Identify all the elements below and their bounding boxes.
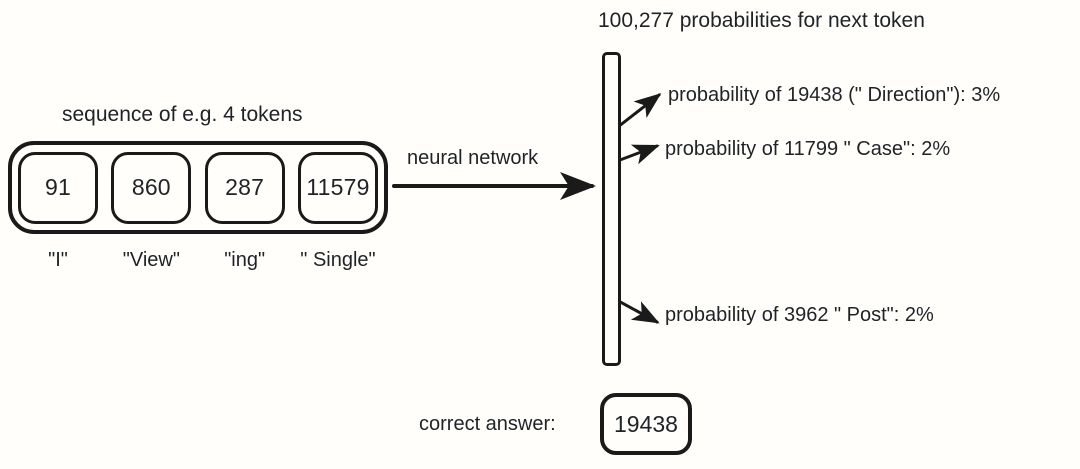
- correct-answer-label: correct answer:: [419, 413, 556, 435]
- token-sequence-container: [8, 141, 388, 234]
- sequence-caption: sequence of e.g. 4 tokens: [62, 103, 303, 126]
- token-string: "ing": [224, 248, 266, 271]
- token-id: 860: [131, 174, 171, 200]
- token-string: " Single": [300, 248, 376, 271]
- neural-network-label: neural network: [407, 147, 539, 169]
- token-string-row: "I" "View" "ing" " Single": [8, 246, 388, 274]
- correct-answer-value: 19438: [614, 410, 678, 437]
- probability-label: probability of 3962 " Post": 2%: [665, 304, 934, 326]
- token-box[interactable]: 11579: [297, 151, 378, 224]
- distribution-title: 100,277 probabilities for next token: [598, 9, 925, 32]
- token-box[interactable]: 91: [18, 151, 98, 224]
- token-sequence-row: 91 860 287 11579: [8, 141, 388, 234]
- token-string: "I": [48, 248, 68, 271]
- token-id: 287: [225, 174, 265, 200]
- probability-label: probability of 11799 " Case": 2%: [665, 138, 951, 160]
- probability-label: probability of 19438 (" Direction"): 3%: [668, 84, 1001, 106]
- token-string: "View": [122, 248, 180, 271]
- token-box[interactable]: 287: [204, 151, 285, 224]
- probability-distribution-bar: [602, 52, 621, 366]
- correct-answer-box[interactable]: 19438: [600, 393, 692, 455]
- token-box[interactable]: 860: [111, 151, 192, 224]
- token-id: 11579: [306, 174, 370, 200]
- token-id: 91: [45, 174, 71, 200]
